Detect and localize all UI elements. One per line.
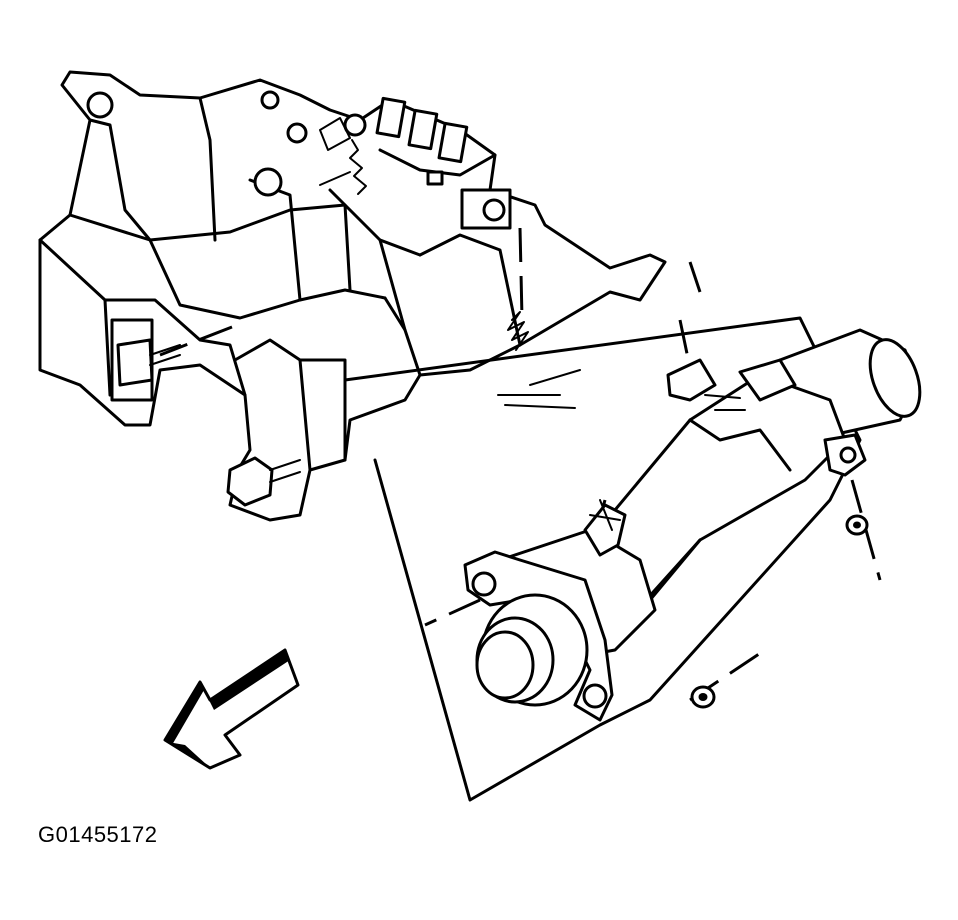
arrow-left-down-icon bbox=[163, 648, 300, 770]
column-nut-upper bbox=[845, 514, 869, 536]
figure-id-label: G01455172 bbox=[38, 822, 158, 847]
steering-column bbox=[343, 316, 922, 802]
column-nut-lower bbox=[690, 685, 716, 709]
instrument-panel-carrier bbox=[38, 70, 667, 522]
